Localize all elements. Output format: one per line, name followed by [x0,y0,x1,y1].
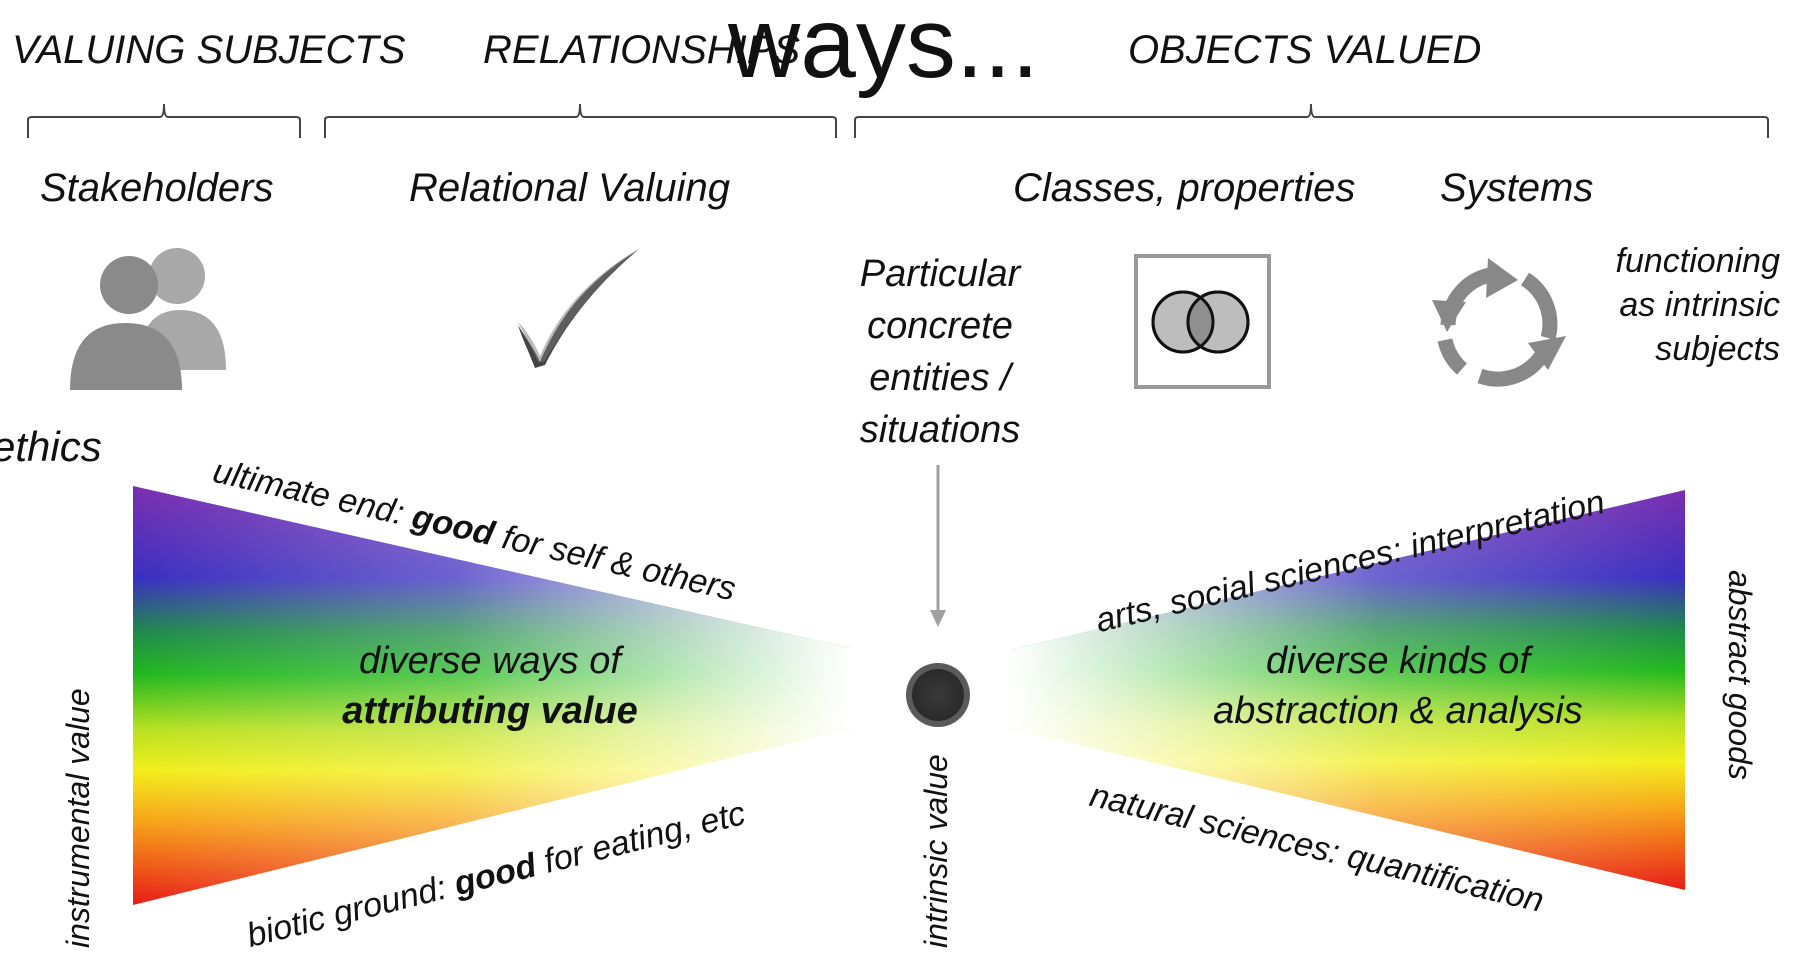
brace-valuing-subjects [27,103,301,138]
left-center-line-1: diverse ways of [359,640,621,682]
category-stakeholders: Stakeholders [40,166,274,210]
people-icon [70,248,226,390]
particular-line-1: Particular [859,253,1021,295]
left-center-line-2: attributing value [342,690,638,732]
brace-objects-valued [854,103,1769,138]
page-title: ways... [728,0,1040,99]
ethics-label: ethics [0,423,102,470]
left-side-label: instrumental value [60,688,96,948]
cycle-arrows-icon [1437,267,1558,387]
right-side-label: abstract goods [1722,570,1758,780]
center-label: intrinsic value [918,754,954,948]
header-valuing-subjects: VALUING SUBJECTS [12,28,406,72]
category-relational-valuing: Relational Valuing [409,166,730,210]
checkmark-icon [518,248,640,368]
functioning-line-1: functioning [1615,242,1780,280]
header-objects-valued: OBJECTS VALUED [1128,28,1482,72]
right-center-line-2: abstraction & analysis [1213,690,1583,732]
cycle-arrowheads [1432,258,1566,370]
particular-line-3: entities / [869,357,1011,399]
down-arrow-icon [930,465,946,627]
category-classes-properties: Classes, properties [1013,166,1356,210]
right-wedge [1010,490,1685,890]
particular-line-2: concrete [867,305,1013,347]
brace-relationships [324,103,837,138]
particular-line-4: situations [859,409,1021,451]
center-dot-icon [906,663,970,727]
functioning-line-2: as intrinsic [1619,286,1780,324]
venn-diagram-icon [1134,254,1271,389]
header-relationships: RELATIONSHIPS [483,28,801,72]
category-systems: Systems [1440,166,1594,210]
functioning-line-3: subjects [1655,330,1780,368]
right-center-line-1: diverse kinds of [1265,640,1530,682]
left-wedge [133,486,850,905]
